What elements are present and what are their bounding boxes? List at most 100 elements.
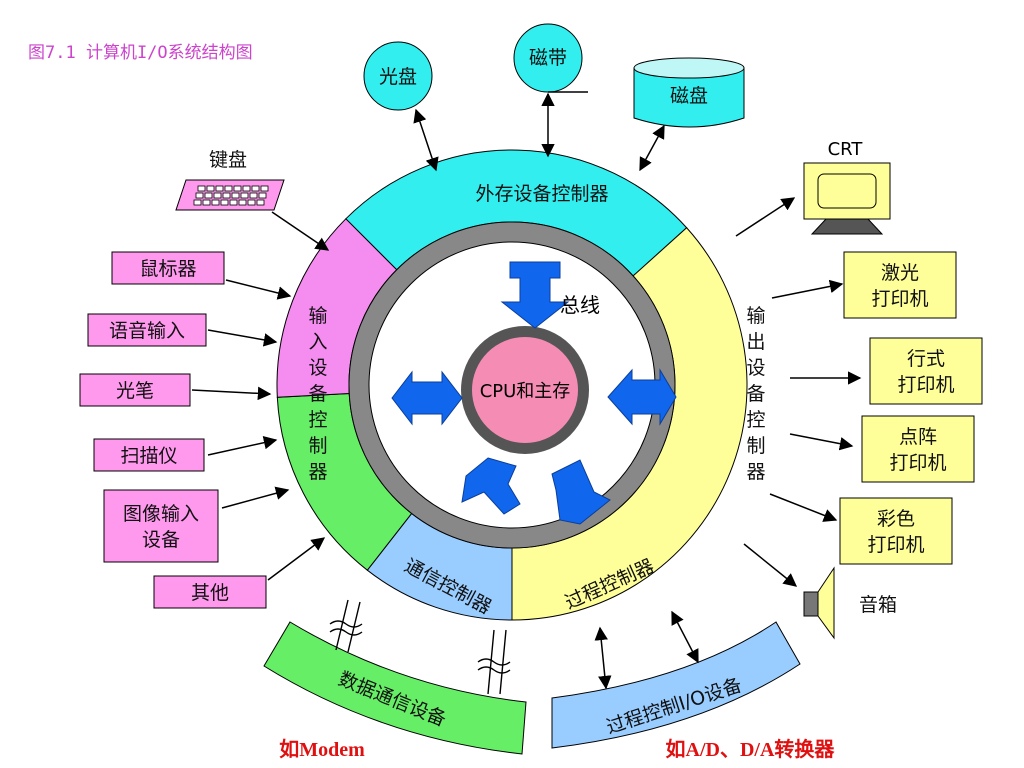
keyboard-key xyxy=(213,192,222,199)
keyboard-key xyxy=(193,199,202,206)
keyboard-key xyxy=(249,192,258,199)
keyboard-key xyxy=(258,192,267,199)
keyboard-key xyxy=(256,199,265,206)
bus-arrow-bottom-left xyxy=(461,457,521,515)
arrow-voice-input xyxy=(207,329,278,347)
keyboard-key xyxy=(197,185,206,192)
magnetic-disk-label: 磁盘 xyxy=(670,85,708,107)
bus-arrow-left xyxy=(391,370,463,426)
modem-note: 如Modem xyxy=(279,737,365,761)
keyboard-key xyxy=(238,199,247,206)
laser-printer-label: 打印机 xyxy=(871,288,928,310)
keyboard-icon xyxy=(175,179,285,211)
laser-printer-label: 激光 xyxy=(881,262,919,284)
keyboard-key xyxy=(242,185,251,192)
output-controller-label-char: 控 xyxy=(746,409,765,431)
output-controller-label-char: 器 xyxy=(746,461,765,483)
cpu-memory-core xyxy=(472,337,578,443)
keyboard-key xyxy=(233,185,242,192)
keyboard-key xyxy=(231,192,240,199)
keyboard-key xyxy=(202,199,211,206)
diagram-title: 图7.1 计算机I/O系统结构图 xyxy=(28,43,253,63)
keyboard-key xyxy=(204,192,213,199)
arrow-image-input xyxy=(221,486,290,509)
mouse-box: 鼠标器 xyxy=(111,251,225,285)
keyboard-key xyxy=(224,185,233,192)
keyboard-label: 键盘 xyxy=(209,149,247,171)
output-controller-label-char: 设 xyxy=(746,357,765,379)
arrow-optical-disc xyxy=(413,108,439,172)
keyboard-key xyxy=(220,199,229,206)
keyboard-key xyxy=(251,185,260,192)
arrow-scanner xyxy=(207,436,278,456)
color-printer-label: 彩色 xyxy=(877,508,915,530)
arrow-mouse xyxy=(225,279,292,300)
arrow-other xyxy=(267,537,326,581)
optical-disc-label: 光盘 xyxy=(379,66,417,88)
bus-arrows xyxy=(391,261,677,525)
arrow-speaker xyxy=(743,543,798,587)
crt-monitor-icon xyxy=(803,162,891,235)
keyboard-key xyxy=(215,185,224,192)
output-arrows xyxy=(735,197,862,587)
output-controller-label-char: 备 xyxy=(746,383,765,405)
crt-label: CRT xyxy=(828,139,864,160)
keyboard-key xyxy=(222,192,231,199)
bus-label: 总线 xyxy=(560,293,600,317)
input-controller-label-char: 备 xyxy=(308,383,327,405)
comm-link-marks xyxy=(329,599,511,695)
converter-note: 如A/D、D/A转换器 xyxy=(666,737,836,761)
light-pen-box: 光笔 xyxy=(79,373,191,407)
voice-input-box: 语音输入 xyxy=(87,313,207,347)
optical-disc-shape xyxy=(363,41,433,111)
input-controller-label-char: 输 xyxy=(308,305,327,327)
dot-matrix-printer-label: 打印机 xyxy=(889,452,946,474)
speaker-label: 音箱 xyxy=(859,594,897,616)
external-storage-controller-label: 外存设备控制器 xyxy=(475,183,608,205)
keyboard-key xyxy=(211,199,220,206)
line-printer-label: 行式 xyxy=(907,348,945,370)
other-label: 其他 xyxy=(191,582,229,604)
line-printer-label: 打印机 xyxy=(897,374,954,396)
process-control-io-arc xyxy=(551,621,801,749)
keyboard-key xyxy=(206,185,215,192)
arrow-dot-matrix-printer xyxy=(789,433,854,451)
cpu-memory-label: CPU和主存 xyxy=(480,381,571,402)
input-controller-label-char: 设 xyxy=(308,357,327,379)
bus-arrow-top xyxy=(500,261,570,329)
other-box: 其他 xyxy=(153,575,267,609)
image-input-label: 设备 xyxy=(142,529,180,551)
dot-matrix-printer-label: 点阵 xyxy=(899,426,937,448)
bus-arrow-bottom-right xyxy=(551,459,611,525)
input-controller-label-char: 入 xyxy=(308,331,327,353)
scanner-label: 扫描仪 xyxy=(120,445,177,467)
process-io-arrows xyxy=(594,610,699,690)
color-printer-label: 打印机 xyxy=(867,534,924,556)
input-controller-label-char: 制 xyxy=(308,435,327,457)
image-input-label: 图像输入 xyxy=(123,503,199,525)
scanner-box: 扫描仪 xyxy=(93,438,205,472)
keyboard-key xyxy=(195,192,204,199)
output-controller-label-char: 输 xyxy=(746,305,765,327)
input-controller-label-char: 控 xyxy=(308,409,327,431)
arrow-magnetic-disk xyxy=(639,124,665,172)
storage-arrows xyxy=(413,92,665,172)
tape-label: 磁带 xyxy=(529,47,567,69)
light-pen-label: 光笔 xyxy=(116,380,154,402)
input-controller-label-char: 器 xyxy=(308,461,327,483)
keyboard-key xyxy=(260,185,269,192)
magnetic-disk-shape xyxy=(633,57,745,128)
input-arrows xyxy=(191,211,330,581)
keyboard-key xyxy=(229,199,238,206)
bus-arrow-right xyxy=(607,368,677,426)
arrow-crt xyxy=(735,197,796,237)
arrow-color-printer xyxy=(769,493,838,522)
